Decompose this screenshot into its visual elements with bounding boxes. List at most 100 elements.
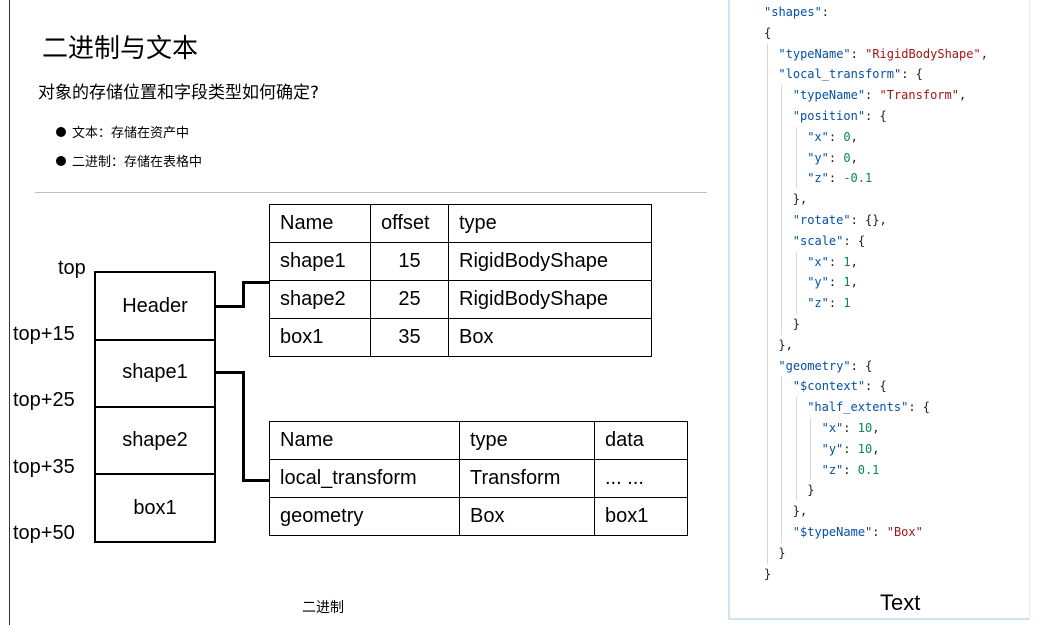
code-line: } <box>764 543 988 564</box>
json-punctuation: : { <box>843 233 866 248</box>
code-line: "z": 1 <box>764 293 988 314</box>
table-row: shape2 25 RigidBodyShape <box>269 280 652 319</box>
code-line: }, <box>764 501 988 522</box>
connector-line <box>242 479 270 482</box>
json-string: "Box" <box>886 524 923 539</box>
binary-caption: 二进制 <box>302 600 344 616</box>
slide-subtitle: 对象的存储位置和字段类型如何确定? <box>38 83 320 103</box>
bullet-item: 文本：存储在资产中 <box>56 122 189 141</box>
code-line: } <box>764 564 988 585</box>
bullet-text: 文本：存储在资产中 <box>72 126 190 141</box>
code-line: "$context": { <box>764 376 988 397</box>
code-line: "rotate": {}, <box>764 210 988 231</box>
table-row: geometry Box box1 <box>269 497 688 536</box>
code-line: "typeName": "Transform", <box>764 85 988 106</box>
json-punctuation: }, <box>778 337 793 352</box>
table-cell: box1 <box>269 318 371 357</box>
json-number: 1 <box>843 296 851 311</box>
json-key: "x" <box>807 254 829 269</box>
table-cell: Transform <box>459 459 595 498</box>
offset-label-top: top <box>58 257 86 279</box>
code-line: "x": 10, <box>764 418 988 439</box>
column-header: type <box>448 204 652 243</box>
indent-guide <box>767 43 768 564</box>
table-cell: 35 <box>370 318 449 357</box>
column-header: Name <box>269 421 460 460</box>
table-cell: shape2 <box>269 280 371 319</box>
indent-guide <box>795 397 797 502</box>
code-line: } <box>764 480 988 501</box>
memory-block-label: shape1 <box>122 361 188 383</box>
slide-title: 二进制与文本 <box>42 34 199 64</box>
json-punctuation: : <box>850 46 866 61</box>
table-header-row: Name type data <box>269 421 688 460</box>
code-line: "x": 1, <box>764 252 988 273</box>
json-key: "local_transform" <box>778 67 902 82</box>
table-cell: 25 <box>370 280 449 319</box>
code-line: "y": 0, <box>764 148 988 169</box>
indent-guide <box>795 251 797 314</box>
json-punctuation: , <box>872 441 880 456</box>
code-line: "typeName": "RigidBodyShape", <box>764 44 988 65</box>
bullet-dot-icon <box>56 126 66 137</box>
code-line: "$typeName": "Box" <box>764 522 988 543</box>
json-punctuation: : <box>828 150 844 165</box>
offset-label-top-15: top+15 <box>13 323 75 345</box>
slide-left-border <box>9 0 10 625</box>
table-header-row: Name offset type <box>269 204 652 243</box>
column-header: data <box>594 421 688 460</box>
bullet-item: 二进制：存储在表格中 <box>56 151 202 170</box>
code-line: "z": 0.1 <box>764 460 988 481</box>
json-key: "scale" <box>792 233 844 248</box>
json-number: 10 <box>857 441 873 456</box>
json-punctuation: : <box>843 441 858 456</box>
code-line: } <box>764 314 988 335</box>
json-punctuation: : { <box>908 400 931 415</box>
code-line: }, <box>764 335 988 356</box>
table-cell: Box <box>448 318 652 357</box>
json-number: -0.1 <box>843 171 873 186</box>
json-key: "typeName" <box>792 88 866 103</box>
memory-block-shape1: shape1 <box>94 339 216 408</box>
json-punctuation: : {}, <box>850 212 887 227</box>
json-string: "Transform" <box>879 88 959 103</box>
table-cell: Box <box>459 497 595 536</box>
json-key: "shapes" <box>764 5 822 19</box>
json-key: "z" <box>821 462 844 477</box>
json-punctuation: : { <box>850 358 873 373</box>
json-punctuation: } <box>764 566 772 581</box>
json-key: "x" <box>821 420 844 435</box>
indent-guide <box>810 418 812 481</box>
offset-label-top-25: top+25 <box>13 389 75 411</box>
offset-label-top-50: top+50 <box>13 522 75 544</box>
json-punctuation: : <box>843 462 858 477</box>
memory-block-shape2: shape2 <box>94 406 216 475</box>
json-key: "$typeName" <box>792 524 873 539</box>
bullet-text: 二进制：存储在表格中 <box>72 155 203 170</box>
json-string: "RigidBodyShape" <box>865 46 981 61</box>
indent-guide <box>781 376 783 543</box>
json-key: "half_extents" <box>807 400 909 415</box>
column-header: offset <box>370 204 449 243</box>
json-punctuation: : <box>843 420 858 435</box>
code-line: { <box>764 23 988 44</box>
json-punctuation: }, <box>792 192 808 207</box>
json-punctuation: } <box>778 545 786 560</box>
table-row: box1 35 Box <box>269 318 652 357</box>
json-punctuation: : <box>828 296 844 311</box>
connector-line <box>216 305 244 308</box>
json-key: "$context" <box>792 379 866 394</box>
memory-block-label: Header <box>122 294 188 317</box>
json-number: 0 <box>843 150 851 165</box>
json-punctuation: , <box>850 129 858 144</box>
json-punctuation: : <box>865 88 880 103</box>
json-key: "y" <box>807 275 829 290</box>
json-punctuation: }, <box>792 504 808 519</box>
json-punctuation: , <box>958 88 967 103</box>
column-header: Name <box>269 204 371 243</box>
code-line: "position": { <box>764 106 988 127</box>
json-number: 1 <box>843 254 851 269</box>
json-number: 1 <box>843 275 851 290</box>
json-key: "position" <box>792 108 866 123</box>
code-line: "z": -0.1 <box>764 168 988 189</box>
